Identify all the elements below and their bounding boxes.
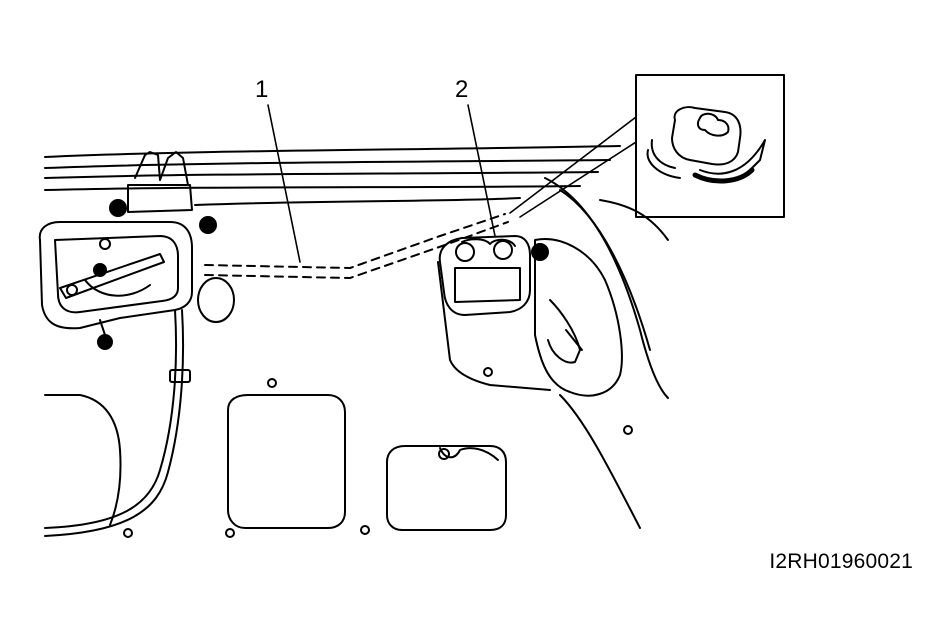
figure-id-label: I2RH01960021 (769, 550, 913, 573)
leader-lines (268, 105, 495, 262)
panel-cutouts (124, 379, 506, 537)
lid-edge-lines (45, 146, 668, 398)
left-lower-panel (45, 395, 121, 525)
latch-assembly (40, 152, 234, 349)
callout-2-label: 2 (455, 76, 469, 103)
connector-dashed-line (205, 214, 508, 278)
striker-bracket (438, 236, 640, 528)
detail-inset (510, 75, 784, 217)
release-cable (45, 310, 190, 536)
callout-1-label: 1 (255, 76, 269, 103)
